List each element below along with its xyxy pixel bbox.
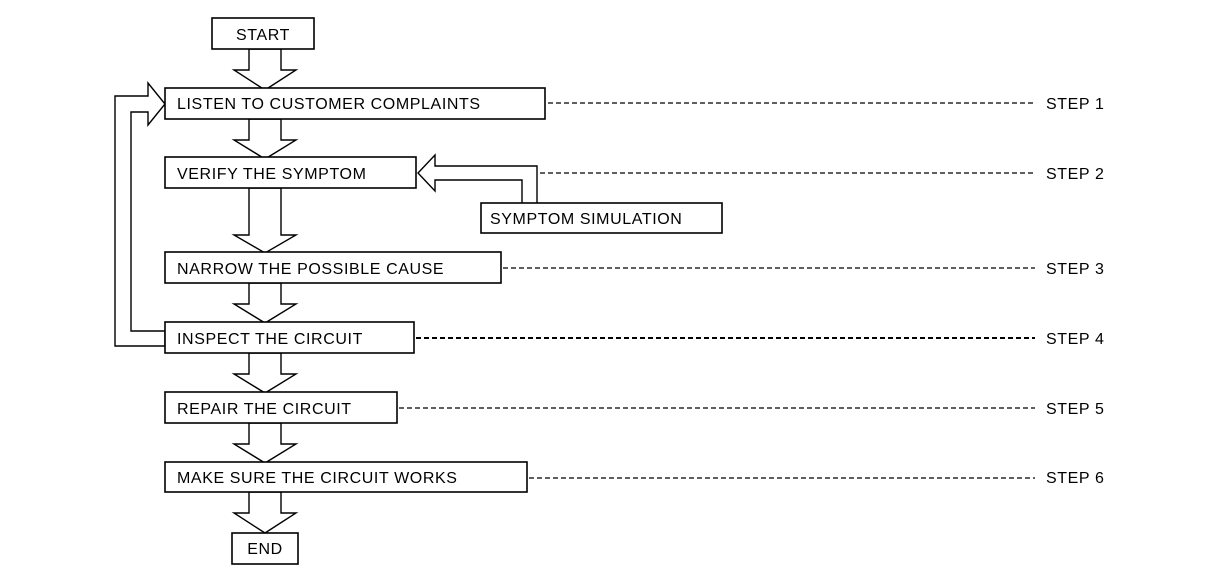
repair-box — [164, 391, 398, 424]
verify-box — [164, 156, 417, 189]
step6-label: STEP 6 — [1046, 470, 1104, 487]
arrow-inspect-to-repair — [231, 352, 299, 394]
repair-label: REPAIR THE CIRCUIT — [177, 401, 352, 418]
step2-label: STEP 2 — [1046, 166, 1104, 183]
arrow-makesure-to-end — [231, 491, 299, 534]
simulation-box — [480, 202, 723, 234]
inspect-box — [164, 321, 415, 354]
arrow-repair-to-makesure — [231, 422, 299, 464]
step4-label: STEP 4 — [1046, 331, 1104, 348]
end-label: END — [247, 541, 283, 558]
simulation-label: SYMPTOM SIMULATION — [490, 211, 682, 228]
simulation-feedback-arrow — [417, 153, 538, 205]
listen-box — [164, 87, 546, 120]
step3-label: STEP 3 — [1046, 261, 1104, 278]
arrow-verify-to-narrow — [231, 187, 299, 254]
arrow-listen-to-verify — [231, 118, 299, 160]
feedback-loop-arrow — [114, 81, 166, 347]
verify-label: VERIFY THE SYMPTOM — [177, 166, 367, 183]
start-label: START — [236, 27, 290, 44]
arrow-start-to-listen — [231, 48, 299, 91]
narrow-box — [164, 251, 502, 284]
makesure-label: MAKE SURE THE CIRCUIT WORKS — [177, 470, 458, 487]
listen-label: LISTEN TO CUSTOMER COMPLAINTS — [177, 96, 481, 113]
end-box — [231, 532, 299, 565]
start-box — [211, 17, 315, 50]
narrow-label: NARROW THE POSSIBLE CAUSE — [177, 261, 444, 278]
arrow-narrow-to-inspect — [231, 282, 299, 324]
step1-label: STEP 1 — [1046, 96, 1104, 113]
makesure-box — [164, 461, 528, 493]
inspect-label: INSPECT THE CIRCUIT — [177, 331, 363, 348]
step5-label: STEP 5 — [1046, 401, 1104, 418]
